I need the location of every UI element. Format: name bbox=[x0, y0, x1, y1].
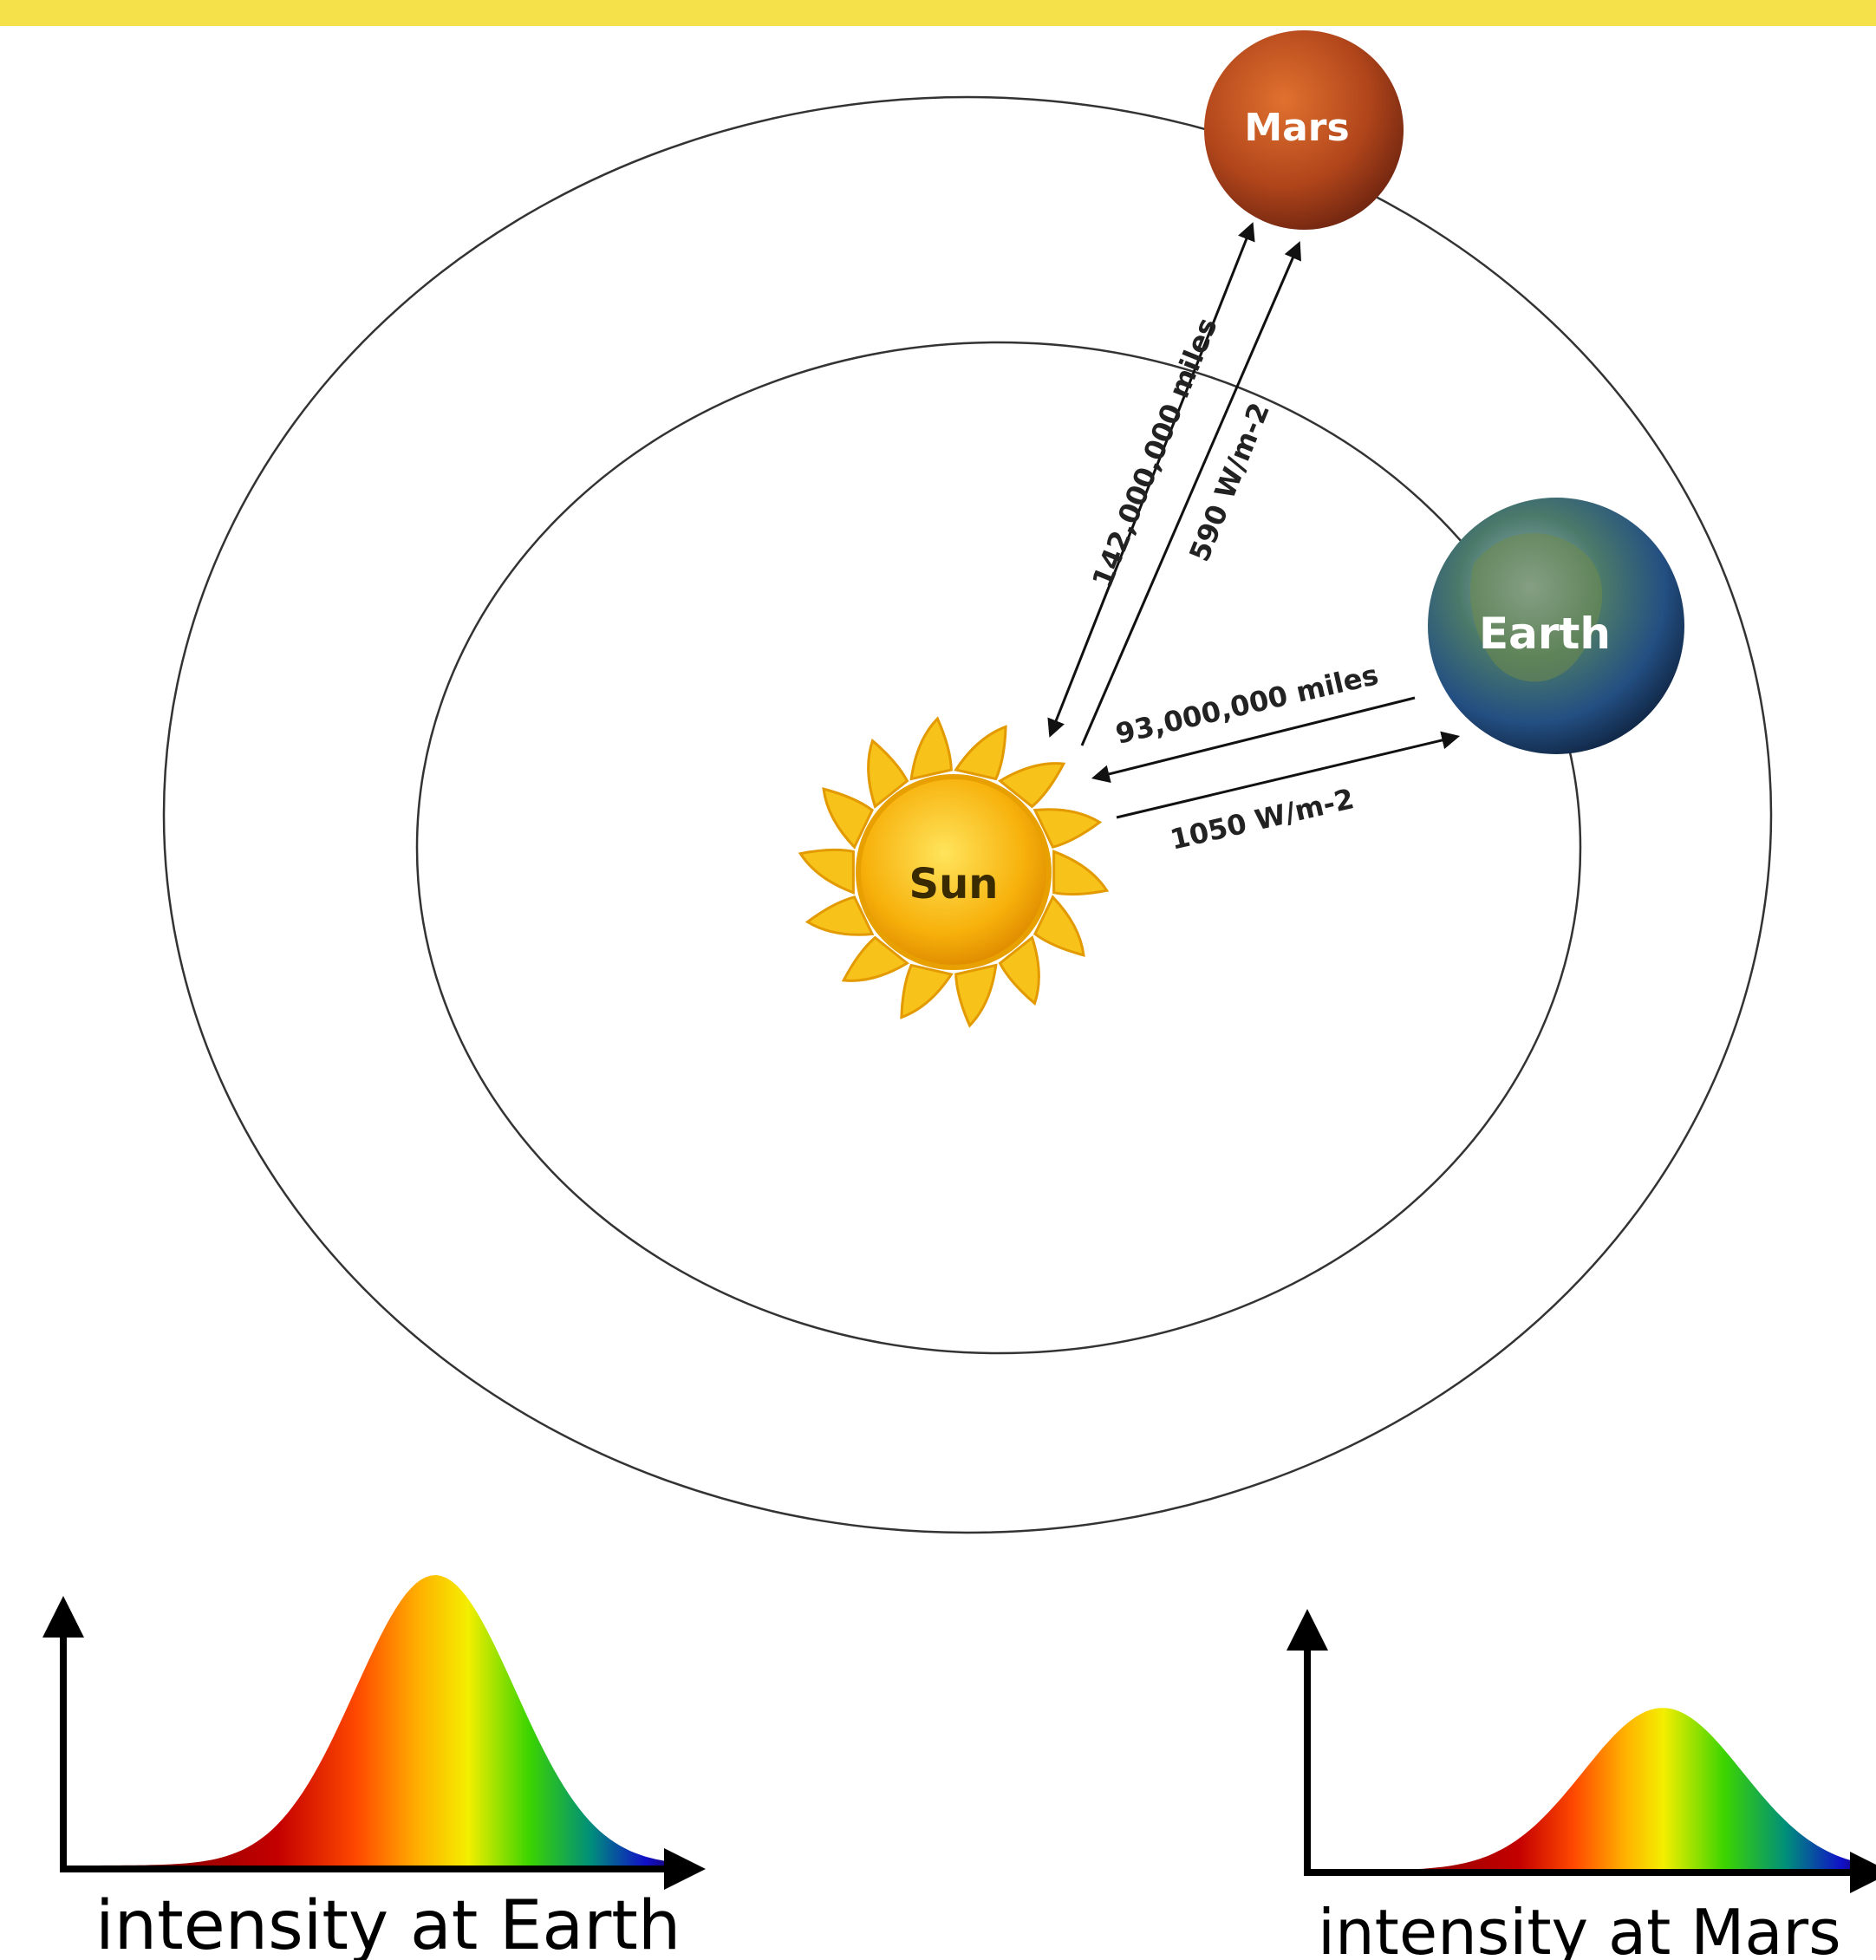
sun-ray bbox=[954, 963, 998, 1028]
sun-ray bbox=[804, 895, 875, 936]
sun-core bbox=[856, 774, 1052, 970]
earth-intensity-label: 1050 W/m-2 bbox=[1167, 782, 1357, 856]
mars-spectrum-curve bbox=[1307, 1708, 1864, 1872]
sun: Sun bbox=[798, 716, 1110, 1028]
mars-distance-arrow bbox=[1047, 222, 1255, 738]
sun-ray bbox=[1032, 808, 1103, 849]
mars: Mars bbox=[1204, 30, 1404, 230]
earth-orbit bbox=[415, 341, 1582, 1355]
sun-ray bbox=[909, 716, 953, 781]
mars-globe bbox=[1204, 30, 1404, 230]
earth-distance-label: 93,000,000 miles bbox=[1112, 658, 1381, 751]
sun-rays bbox=[798, 716, 1110, 1028]
sun-ray bbox=[841, 935, 910, 982]
sun-label: Sun bbox=[909, 860, 999, 908]
mars-intensity-arrow bbox=[1080, 241, 1301, 746]
sun-ray bbox=[798, 848, 855, 895]
sun-ray bbox=[998, 935, 1040, 1006]
sun-ray bbox=[1032, 895, 1085, 957]
earth-label: Earth bbox=[1479, 609, 1611, 659]
sun-ray bbox=[1052, 850, 1110, 896]
sun-ray bbox=[867, 738, 909, 809]
mars-spectrum-caption: intensity at Mars bbox=[1318, 1896, 1841, 1960]
mars-orbit bbox=[162, 95, 1773, 1534]
earth: Earth bbox=[1428, 498, 1684, 754]
earth-landmass bbox=[1470, 533, 1603, 682]
earth-intensity-arrow bbox=[1116, 731, 1461, 819]
earth-spectrum-plot: intensity at Earth bbox=[42, 1575, 706, 1960]
earth-spectrum-curve bbox=[63, 1575, 676, 1869]
sun-ray bbox=[954, 725, 1007, 781]
title-banner bbox=[0, 0, 1876, 26]
mars-spectrum-plot: intensity at Mars bbox=[1286, 1609, 1876, 1960]
earth-distance-arrow bbox=[1091, 696, 1416, 784]
sun-ray bbox=[900, 963, 954, 1019]
earth-spectrum-caption: intensity at Earth bbox=[95, 1887, 681, 1960]
sun-ray bbox=[822, 787, 875, 850]
mars-label: Mars bbox=[1244, 106, 1349, 150]
sun-ray bbox=[997, 762, 1066, 809]
